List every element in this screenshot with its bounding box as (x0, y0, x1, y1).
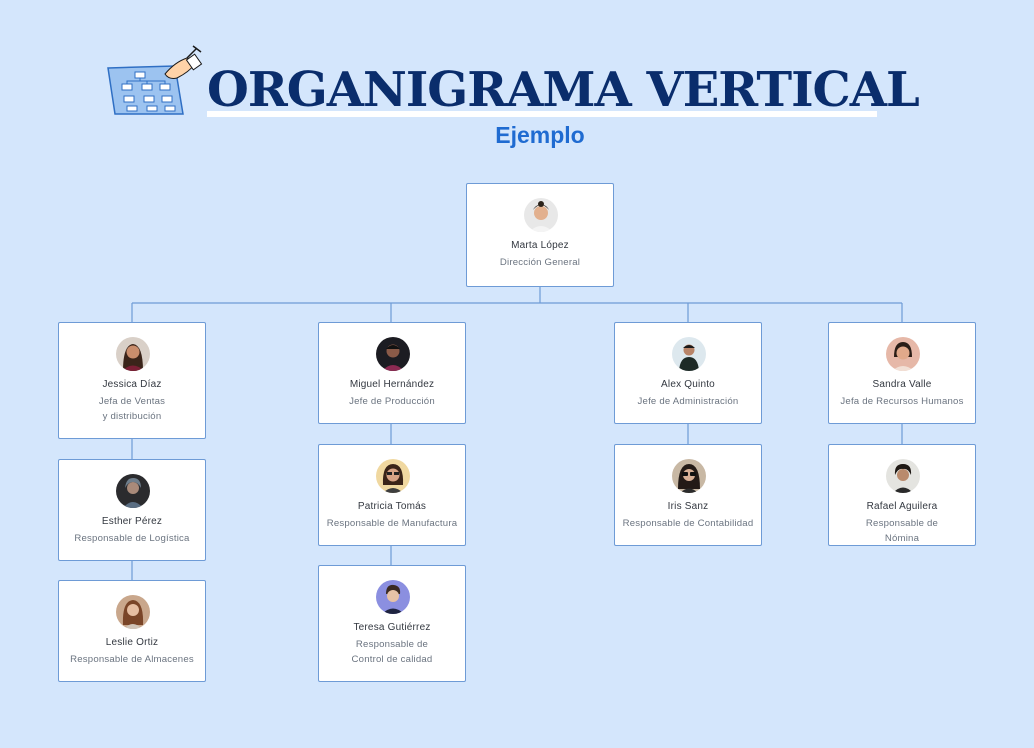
avatar (376, 337, 410, 371)
org-card-member: Leslie Ortiz Responsable de Almacenes (58, 580, 206, 682)
page-subtitle: Ejemplo (495, 122, 585, 148)
person-name: Teresa Gutiérrez (353, 622, 431, 633)
page-title: ORGANIGRAMA VERTICAL (207, 62, 920, 118)
person-name: Rafael Aguilera (866, 501, 938, 512)
person-role: Responsable de Control de calidad (351, 639, 433, 665)
avatar (116, 595, 150, 629)
person-role: Responsable de Contabilidad (622, 518, 754, 529)
person-role: Jefe de Producción (349, 396, 435, 407)
avatar (376, 580, 410, 614)
person-name: Esther Pérez (101, 516, 163, 527)
person-name: Miguel Hernández (349, 379, 435, 390)
person-name: Leslie Ortiz (105, 637, 159, 648)
org-card-member: Patricia Tomás Responsable de Manufactur… (318, 444, 466, 546)
person-role: Responsable de Manufactura (326, 518, 458, 529)
title-underline (207, 111, 877, 117)
person-name: Jessica Díaz (102, 379, 162, 390)
avatar (524, 198, 558, 232)
avatar (886, 337, 920, 371)
avatar (376, 459, 410, 493)
person-role: Dirección General (499, 257, 581, 268)
org-card-dept-head: Sandra Valle Jefa de Recursos Humanos (828, 322, 976, 424)
org-card-dept-head: Jessica Díaz Jefa de Ventas y distribuci… (58, 322, 206, 439)
org-card-member: Teresa Gutiérrez Responsable de Control … (318, 565, 466, 682)
person-role: Responsable de Logística (74, 533, 190, 544)
avatar (886, 459, 920, 493)
org-card-dept-head: Alex Quinto Jefe de Administración (614, 322, 762, 424)
person-role: Responsable de Nómina (865, 518, 939, 544)
person-role: Jefa de Ventas y distribución (98, 396, 166, 422)
avatar (116, 474, 150, 508)
avatar (116, 337, 150, 371)
person-role: Jefa de Recursos Humanos (840, 396, 964, 407)
person-role: Responsable de Almacenes (70, 654, 194, 665)
person-name: Alex Quinto (661, 379, 715, 390)
person-name: Patricia Tomás (357, 501, 427, 512)
avatar (672, 337, 706, 371)
org-card-dept-head: Miguel Hernández Jefe de Producción (318, 322, 466, 424)
person-name: Sandra Valle (872, 379, 932, 390)
org-card-director: Marta López Dirección General (466, 183, 614, 287)
org-card-member: Esther Pérez Responsable de Logística (58, 459, 206, 561)
org-chart-logo-icon (105, 44, 205, 118)
avatar (672, 459, 706, 493)
org-card-member: Rafael Aguilera Responsable de Nómina (828, 444, 976, 546)
person-role: Jefe de Administración (637, 396, 739, 407)
person-name: Iris Sanz (667, 501, 709, 512)
org-card-member: Iris Sanz Responsable de Contabilidad (614, 444, 762, 546)
person-name: Marta López (511, 240, 569, 251)
